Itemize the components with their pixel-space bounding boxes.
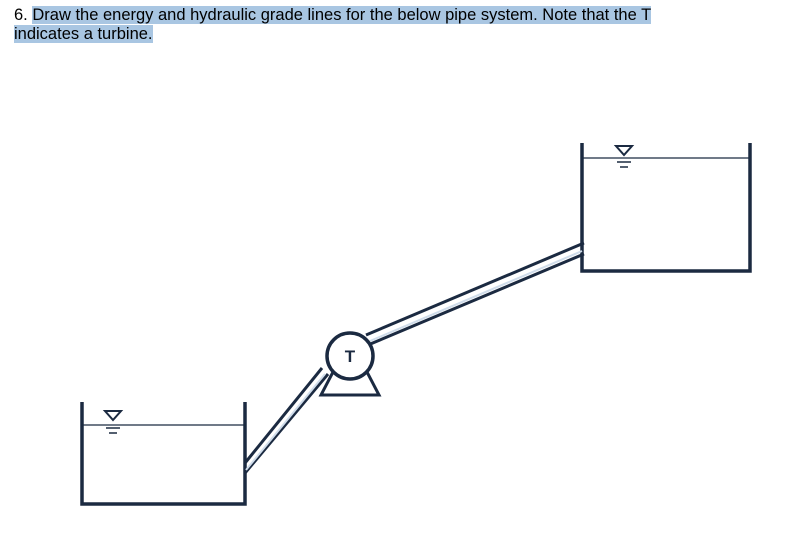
question-text: 6. Draw the energy and hydraulic grade l…	[14, 6, 804, 44]
turbine: T	[318, 331, 382, 397]
lower-pipe	[243, 367, 330, 474]
upper-pipe	[365, 241, 585, 347]
lower-water-level-icon	[102, 410, 124, 434]
question-line-1-text: Draw the energy and hydraulic grade line…	[32, 6, 652, 24]
question-line-1: 6. Draw the energy and hydraulic grade l…	[14, 6, 804, 25]
upper-reservoir-tank	[580, 143, 752, 273]
lower-reservoir	[80, 402, 247, 506]
turbine-label: T	[345, 347, 356, 366]
question-number: 6.	[14, 6, 28, 24]
question-line-2-text: indicates a turbine.	[14, 25, 153, 43]
question-line-2: indicates a turbine.	[14, 25, 804, 44]
lower-reservoir-tank	[80, 402, 247, 506]
upper-reservoir	[580, 143, 752, 273]
upper-water-level-icon	[613, 145, 635, 168]
turbine-casing	[325, 331, 375, 381]
